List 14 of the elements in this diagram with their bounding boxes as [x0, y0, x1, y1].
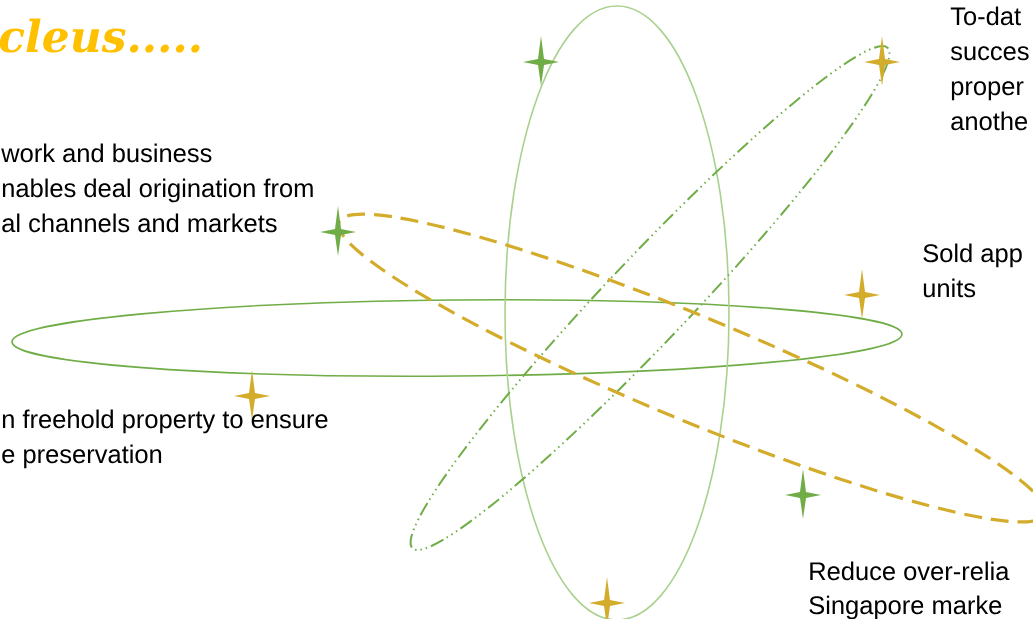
title: cleus..... [0, 18, 200, 53]
label-text: succes [950, 46, 1029, 61]
label-text: proper [951, 81, 1024, 101]
label-text: nables deal origination from [2, 178, 313, 203]
label-text: al channels and markets [2, 213, 277, 233]
label-text: To-dat [950, 6, 1021, 26]
label-text: Reduce over-relia [810, 561, 1010, 581]
label-text: n freehold property to ensure [2, 409, 328, 434]
label-text: anothe [951, 111, 1028, 131]
label-text: e preservation [2, 444, 162, 469]
label-text: Singapore marke [809, 595, 1002, 619]
label-text: units [923, 278, 976, 298]
label-text: work and business [1, 143, 212, 163]
label-text: Sold app [923, 243, 1022, 268]
